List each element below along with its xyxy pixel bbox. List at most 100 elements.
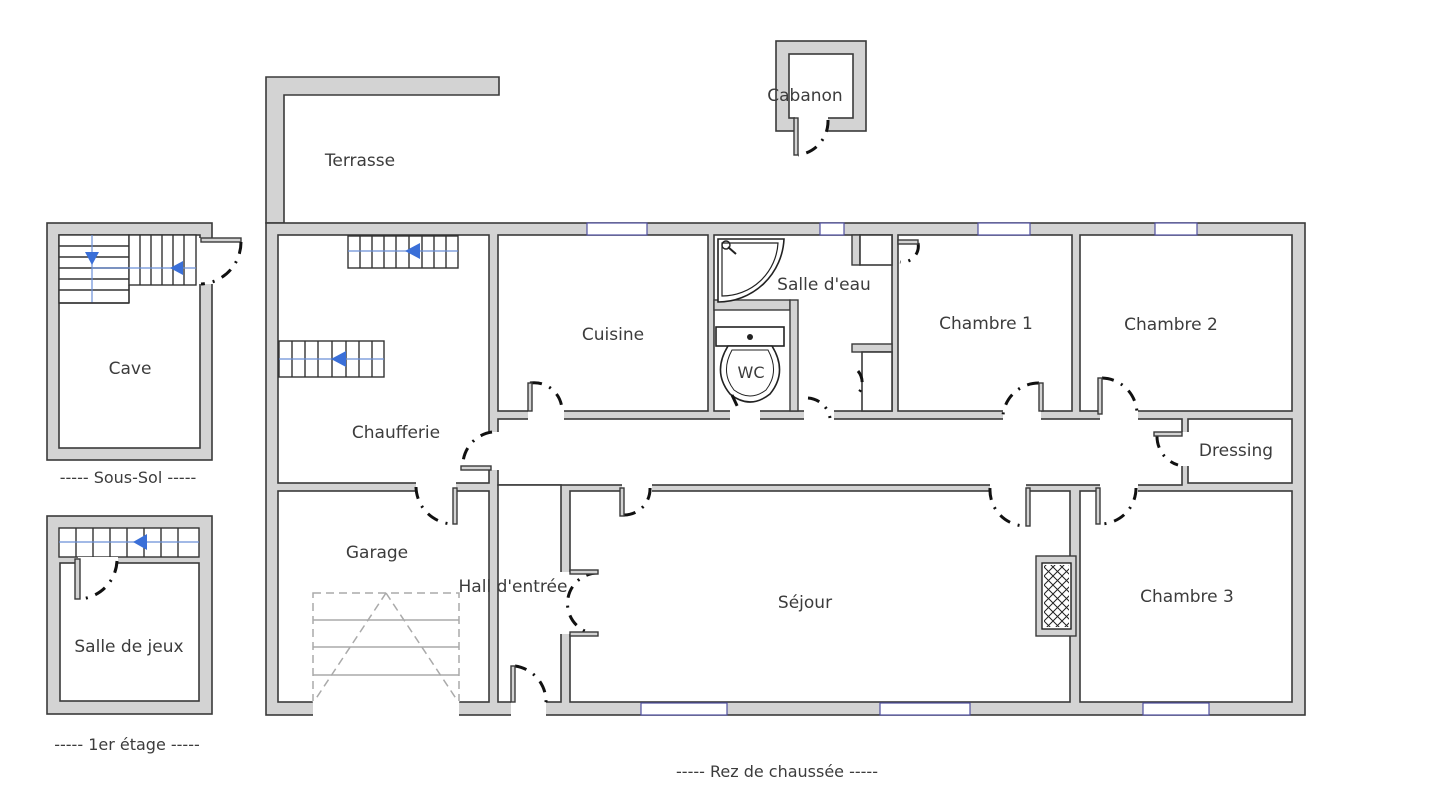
sejour-door-swing-1[interactable] xyxy=(623,487,652,517)
chambre1-interior xyxy=(897,234,1073,412)
stairs-chaufferie-top xyxy=(347,235,459,269)
cabanon-door-swing[interactable] xyxy=(797,119,830,157)
door-leaf xyxy=(200,237,242,243)
door-leaf xyxy=(510,665,516,703)
door-leaf xyxy=(569,569,599,575)
door-leaf xyxy=(1025,487,1031,527)
room-label-chambre2: Chambre 2 xyxy=(1124,315,1218,335)
door-gap xyxy=(1003,408,1041,422)
cave-door-opening xyxy=(198,238,214,284)
door-gap xyxy=(622,482,652,494)
room-label-salle-eau: Salle d'eau xyxy=(777,275,871,295)
stairs-1er-etage xyxy=(58,527,200,558)
door-gap xyxy=(990,482,1026,494)
room-label-garage: Garage xyxy=(346,543,408,563)
level-sous-sol: Cave ----- Sous-Sol ----- xyxy=(46,222,243,487)
door-leaf xyxy=(1038,382,1044,412)
room-label-sejour: Séjour xyxy=(778,593,832,613)
salle-de-jeux-door-swing[interactable] xyxy=(79,560,119,601)
stair-left-arrow-icon xyxy=(405,243,420,259)
window-chambre1 xyxy=(977,222,1031,236)
door-leaf xyxy=(1097,377,1103,415)
partition-wall xyxy=(851,343,893,353)
terrasse-wall xyxy=(265,76,500,224)
room-label-hall: Hall d'entrée xyxy=(459,577,568,597)
door-opening xyxy=(795,116,828,132)
fireplace xyxy=(1035,555,1077,637)
door-gap xyxy=(1100,482,1138,494)
garage-opening[interactable] xyxy=(313,701,459,716)
room-label-wc: WC xyxy=(738,363,765,382)
dressing-interior xyxy=(1187,418,1293,484)
room-label-chambre3: Chambre 3 xyxy=(1140,587,1234,607)
stair-left-arrow-icon xyxy=(331,351,346,367)
level-caption-1er-etage: ----- 1er étage ----- xyxy=(54,735,200,754)
door-leaf xyxy=(897,239,919,245)
door-gap xyxy=(1180,432,1192,466)
salle-eau-door-swing[interactable] xyxy=(807,396,832,419)
window-chambre2 xyxy=(1154,222,1198,236)
stairs-chaufferie-lower xyxy=(278,340,385,378)
door-leaf xyxy=(793,117,799,156)
door-gap xyxy=(528,408,564,422)
closet-interior xyxy=(861,351,893,412)
salle-de-jeux-interior xyxy=(59,562,200,702)
chambre2-interior xyxy=(1079,234,1293,412)
sejour-interior xyxy=(569,490,1071,703)
room-label-dressing: Dressing xyxy=(1199,441,1273,461)
stairs-sous-sol xyxy=(58,234,197,304)
window-cuisine xyxy=(586,222,648,236)
closet-interior xyxy=(859,234,893,266)
door-leaf xyxy=(1153,431,1183,437)
closet-door-swing-top[interactable] xyxy=(899,242,920,264)
garage-door-swing[interactable] xyxy=(414,486,454,526)
cuisine-door-swing[interactable] xyxy=(529,381,564,412)
hall-interior xyxy=(497,484,562,703)
door-leaf xyxy=(1095,487,1101,525)
closet-door-swing[interactable] xyxy=(856,370,864,395)
chambre3-door-swing[interactable] xyxy=(1099,487,1138,526)
window-sejour-1 xyxy=(640,702,728,716)
dressing-door-swing[interactable] xyxy=(1155,435,1179,467)
stair-left-arrow-icon xyxy=(133,534,147,550)
level-caption-sous-sol: ----- Sous-Sol ----- xyxy=(60,468,197,487)
fireplace-hatch-icon xyxy=(1044,565,1069,627)
entrance-opening[interactable] xyxy=(511,701,546,716)
chambre3-interior xyxy=(1079,490,1293,703)
chaufferie-door-swing[interactable] xyxy=(461,430,493,470)
room-label-cabanon: Cabanon xyxy=(767,86,842,106)
garage-door-outline xyxy=(312,592,460,704)
window-salle-eau xyxy=(819,222,845,236)
window-sejour-2 xyxy=(879,702,971,716)
stair-down-arrow-icon xyxy=(85,252,99,265)
door-leaf xyxy=(460,465,492,471)
wc-toilet: WC xyxy=(715,326,785,403)
shower-head-icon xyxy=(721,240,731,250)
stair-left-arrow-icon xyxy=(170,261,183,275)
cave-door-swing[interactable] xyxy=(200,241,243,286)
room-label-cuisine: Cuisine xyxy=(582,325,644,345)
door-gap xyxy=(804,408,834,422)
level-caption-rdc: ----- Rez de chaussée ----- xyxy=(676,762,878,781)
door-leaf xyxy=(74,558,81,600)
door-leaf xyxy=(569,631,599,637)
door-gap xyxy=(558,572,573,634)
door-leaf xyxy=(527,382,533,412)
front-door-swing[interactable] xyxy=(514,664,548,704)
door-opening xyxy=(78,557,118,565)
room-label-salle-de-jeux: Salle de jeux xyxy=(74,637,183,657)
cabanon: Cabanon xyxy=(767,40,867,157)
sejour-door-swing-2[interactable] xyxy=(988,487,1027,528)
chambre1-door-swing[interactable] xyxy=(1001,381,1040,416)
partition-wall xyxy=(789,299,799,412)
corridor-interior xyxy=(497,418,1183,486)
level-rez-de-chaussee: Terrasse xyxy=(265,76,1306,781)
level-1er-etage: Salle de jeux ----- 1er étage ----- xyxy=(46,515,213,754)
window-chambre3 xyxy=(1142,702,1210,716)
shower xyxy=(717,238,785,303)
wc-door-swing[interactable] xyxy=(730,394,742,413)
door-gap xyxy=(730,408,760,422)
door-leaf xyxy=(619,487,625,517)
chambre2-door-swing[interactable] xyxy=(1101,376,1139,415)
